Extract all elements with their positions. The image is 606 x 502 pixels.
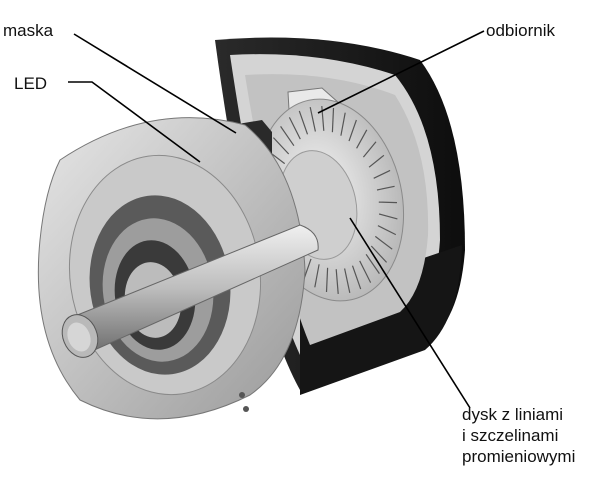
disk-slit bbox=[272, 137, 290, 155]
leader-line-disk bbox=[349, 217, 471, 409]
disk-slit bbox=[325, 267, 329, 293]
disk-slit bbox=[365, 253, 380, 274]
disk-slit bbox=[351, 265, 362, 290]
disk-slit bbox=[298, 110, 309, 135]
disk-slit bbox=[359, 260, 372, 283]
shaft bbox=[61, 224, 319, 358]
disk-slit bbox=[331, 107, 335, 133]
disk-slit bbox=[344, 268, 351, 294]
disk-slit bbox=[335, 269, 339, 294]
disk-slit bbox=[288, 117, 301, 140]
leader-line-mask bbox=[73, 33, 237, 134]
disk-slit bbox=[374, 235, 393, 250]
disk-slit bbox=[280, 126, 295, 147]
disk-slits bbox=[262, 106, 398, 294]
disk-slit bbox=[314, 264, 320, 288]
disk-slit bbox=[362, 141, 377, 158]
disk-slit bbox=[348, 119, 357, 142]
disk-slit bbox=[309, 106, 316, 132]
label-led: LED bbox=[14, 74, 48, 93]
label-disk-line-2: i szczelinami bbox=[462, 426, 559, 445]
label-disk-line-1: dysk z liniami bbox=[462, 405, 564, 424]
label-disk: dysk z liniami i szczelinami promieniowy… bbox=[462, 404, 575, 467]
leader-lines bbox=[68, 30, 485, 409]
leader-line-receiver bbox=[317, 30, 485, 114]
disk-slit bbox=[378, 201, 398, 204]
disk-slit bbox=[376, 185, 395, 191]
disk-slit bbox=[340, 112, 346, 136]
disk-slit bbox=[370, 245, 388, 263]
disk-slit bbox=[378, 213, 398, 220]
disk-slit bbox=[356, 129, 368, 149]
label-disk-line-3: promieniowymi bbox=[462, 447, 576, 466]
disk-slit bbox=[368, 154, 385, 168]
label-mask: maska bbox=[3, 21, 54, 40]
label-receiver: odbiornik bbox=[486, 21, 555, 40]
leader-line-led bbox=[68, 81, 201, 163]
disk-slit bbox=[373, 169, 391, 179]
disk-slit bbox=[377, 225, 397, 236]
